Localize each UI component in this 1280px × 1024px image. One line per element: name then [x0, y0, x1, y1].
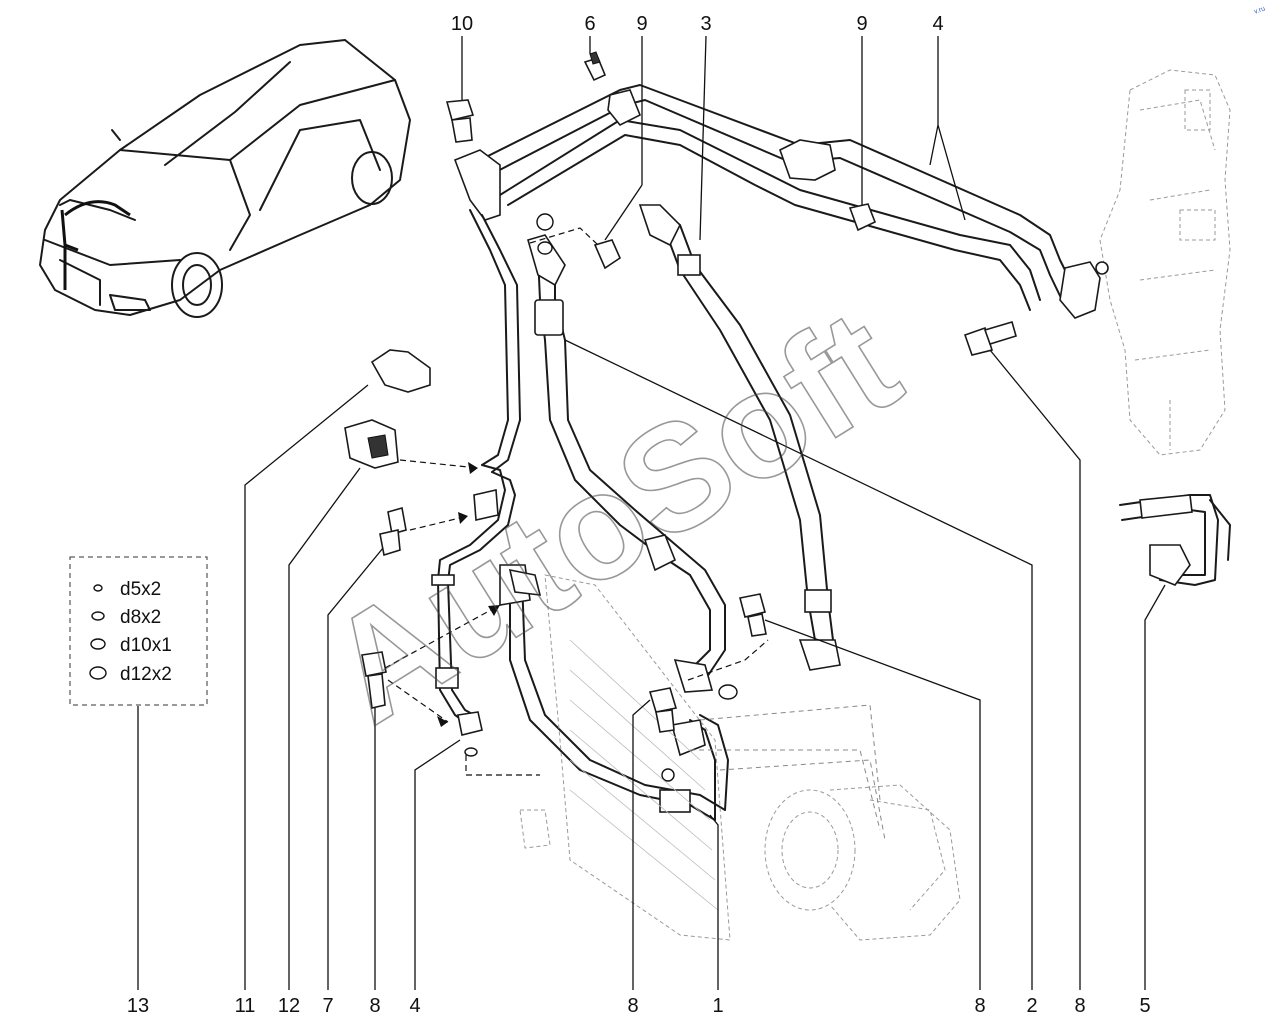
sensor-6: [583, 51, 607, 82]
callout-bottom-8c: 8: [974, 995, 985, 1017]
leader-lines: [137, 35, 1166, 990]
callout-bottom-5: 5: [1139, 995, 1150, 1017]
callout-bottom-8a: 8: [369, 995, 380, 1017]
corner-mark: v.ru: [1253, 5, 1266, 15]
callout-bottom-11: 11: [235, 995, 256, 1017]
hose-assembly-1: [499, 564, 729, 821]
pipe-assembly-4-lower: [431, 209, 521, 757]
callout-top-3: 3: [700, 13, 711, 35]
compressor-outline: [690, 704, 961, 941]
bolt-8-left: [361, 651, 387, 709]
top-callouts: 10 6 9 3 9 4: [451, 13, 944, 35]
car-overview-illustration: [39, 39, 411, 318]
callout-bottom-2: 2: [1026, 995, 1037, 1017]
clip-11: [370, 349, 431, 393]
legend-item-d10x1: d10x1: [120, 635, 172, 656]
callout-bottom-4: 4: [409, 995, 420, 1017]
oring-legend: d5x2 d8x2 d10x1 d12x2: [69, 556, 208, 706]
bolt-8-middle: [648, 687, 678, 733]
callout-top-9b: 9: [856, 13, 867, 35]
callout-top-9a: 9: [636, 13, 647, 35]
legend-item-d5x2: d5x2: [120, 579, 161, 600]
callout-bottom-13: 13: [127, 995, 149, 1017]
bolt-8-upper: [963, 321, 1017, 356]
callout-bottom-12: 12: [278, 995, 300, 1017]
hose-assembly-5: [1119, 494, 1231, 586]
callout-bottom-8d: 8: [1074, 995, 1085, 1017]
bolt-10: [445, 99, 475, 143]
legend-item-d12x2: d12x2: [120, 664, 172, 685]
pipe-assembly-4-upper: [453, 84, 1109, 319]
callout-bottom-1: 1: [712, 995, 723, 1017]
callout-bottom-8b: 8: [627, 995, 638, 1017]
hose-assembly-3: [638, 204, 841, 671]
assembly-arrows: [384, 227, 769, 776]
callout-top-10: 10: [451, 13, 473, 35]
bracket-12: [344, 419, 399, 469]
callout-top-6: 6: [584, 13, 595, 35]
legend-item-d8x2: d8x2: [120, 607, 161, 628]
callout-bottom-7: 7: [322, 995, 333, 1017]
hose-assembly-2: [527, 213, 738, 700]
nut-9-left: [593, 239, 622, 270]
condenser-outline: [519, 574, 731, 941]
bolt-8-right: [739, 593, 767, 637]
callout-top-4: 4: [932, 13, 943, 35]
bottom-callouts: 13 11 12 7 8 4 8 1 8 2 8 5: [127, 995, 1151, 1017]
nut-9-right: [848, 203, 877, 232]
engine-compartment-outline: [1099, 69, 1231, 456]
